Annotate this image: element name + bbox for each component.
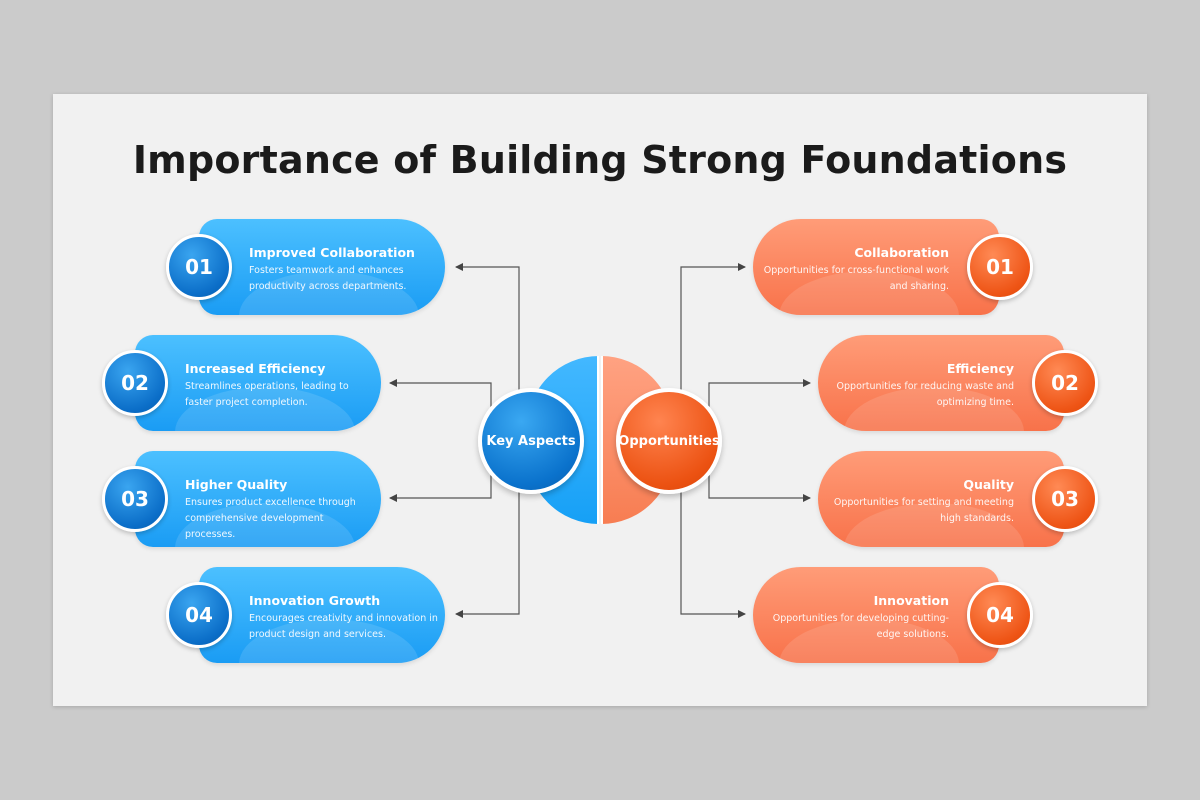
left-number-badge: 03 (102, 466, 168, 532)
connector-left-01 (455, 263, 520, 392)
right-card-01: Collaboration Opportunities for cross-fu… (753, 219, 999, 315)
right-card-description: Opportunities for developing cutting-edg… (772, 613, 949, 640)
left-card-02: Increased Efficiency Streamlines operati… (135, 335, 381, 431)
connector-left-03 (389, 458, 492, 502)
connector-left-04 (455, 492, 520, 618)
connector-right-04 (680, 492, 746, 618)
right-card-description: Opportunities for reducing waste and opt… (836, 381, 1014, 408)
right-number-badge: 01 (967, 234, 1033, 300)
left-card-title: Improved Collaboration (249, 245, 415, 260)
left-card-description: Fosters teamwork and enhances productivi… (249, 265, 407, 292)
left-card-title: Increased Efficiency (185, 361, 326, 376)
connector-right-01 (680, 263, 746, 392)
hub-opportunities: Opportunities (616, 388, 722, 494)
right-card-title: Innovation (873, 593, 949, 608)
left-card-description: Encourages creativity and innovation in … (249, 613, 438, 640)
right-card-title: Collaboration (854, 245, 949, 260)
right-card-03: Quality Opportunities for setting and me… (818, 451, 1064, 547)
right-card-title: Quality (963, 477, 1014, 492)
left-card-04: Innovation Growth Encourages creativity … (199, 567, 445, 663)
left-number-badge: 02 (102, 350, 168, 416)
left-number-badge: 01 (166, 234, 232, 300)
right-card-description: Opportunities for cross-functional work … (763, 265, 949, 292)
right-card-04: Innovation Opportunities for developing … (753, 567, 999, 663)
connector-right-02 (708, 379, 811, 425)
right-card-title: Efficiency (946, 361, 1014, 376)
page-title: Importance of Building Strong Foundation… (132, 138, 1068, 182)
hub-key-aspects: Key Aspects (478, 388, 584, 494)
right-number-badge: 02 (1032, 350, 1098, 416)
left-card-description: Streamlines operations, leading to faste… (185, 381, 349, 408)
right-card-02: Efficiency Opportunities for reducing wa… (818, 335, 1064, 431)
connector-left-02 (389, 379, 492, 425)
left-card-description: Ensures product excellence through compr… (185, 497, 356, 540)
left-card-01: Improved Collaboration Fosters teamwork … (199, 219, 445, 315)
left-card-title: Higher Quality (185, 477, 288, 492)
connector-right-03 (708, 458, 811, 502)
right-number-badge: 03 (1032, 466, 1098, 532)
right-number-badge: 04 (967, 582, 1033, 648)
right-card-description: Opportunities for setting and meeting hi… (833, 497, 1014, 524)
left-number-badge: 04 (166, 582, 232, 648)
left-card-03: Higher Quality Ensures product excellenc… (135, 451, 381, 547)
hub-key-aspects-label: Key Aspects (486, 433, 576, 449)
left-card-title: Innovation Growth (249, 593, 381, 608)
hub-opportunities-label: Opportunities (618, 433, 720, 449)
